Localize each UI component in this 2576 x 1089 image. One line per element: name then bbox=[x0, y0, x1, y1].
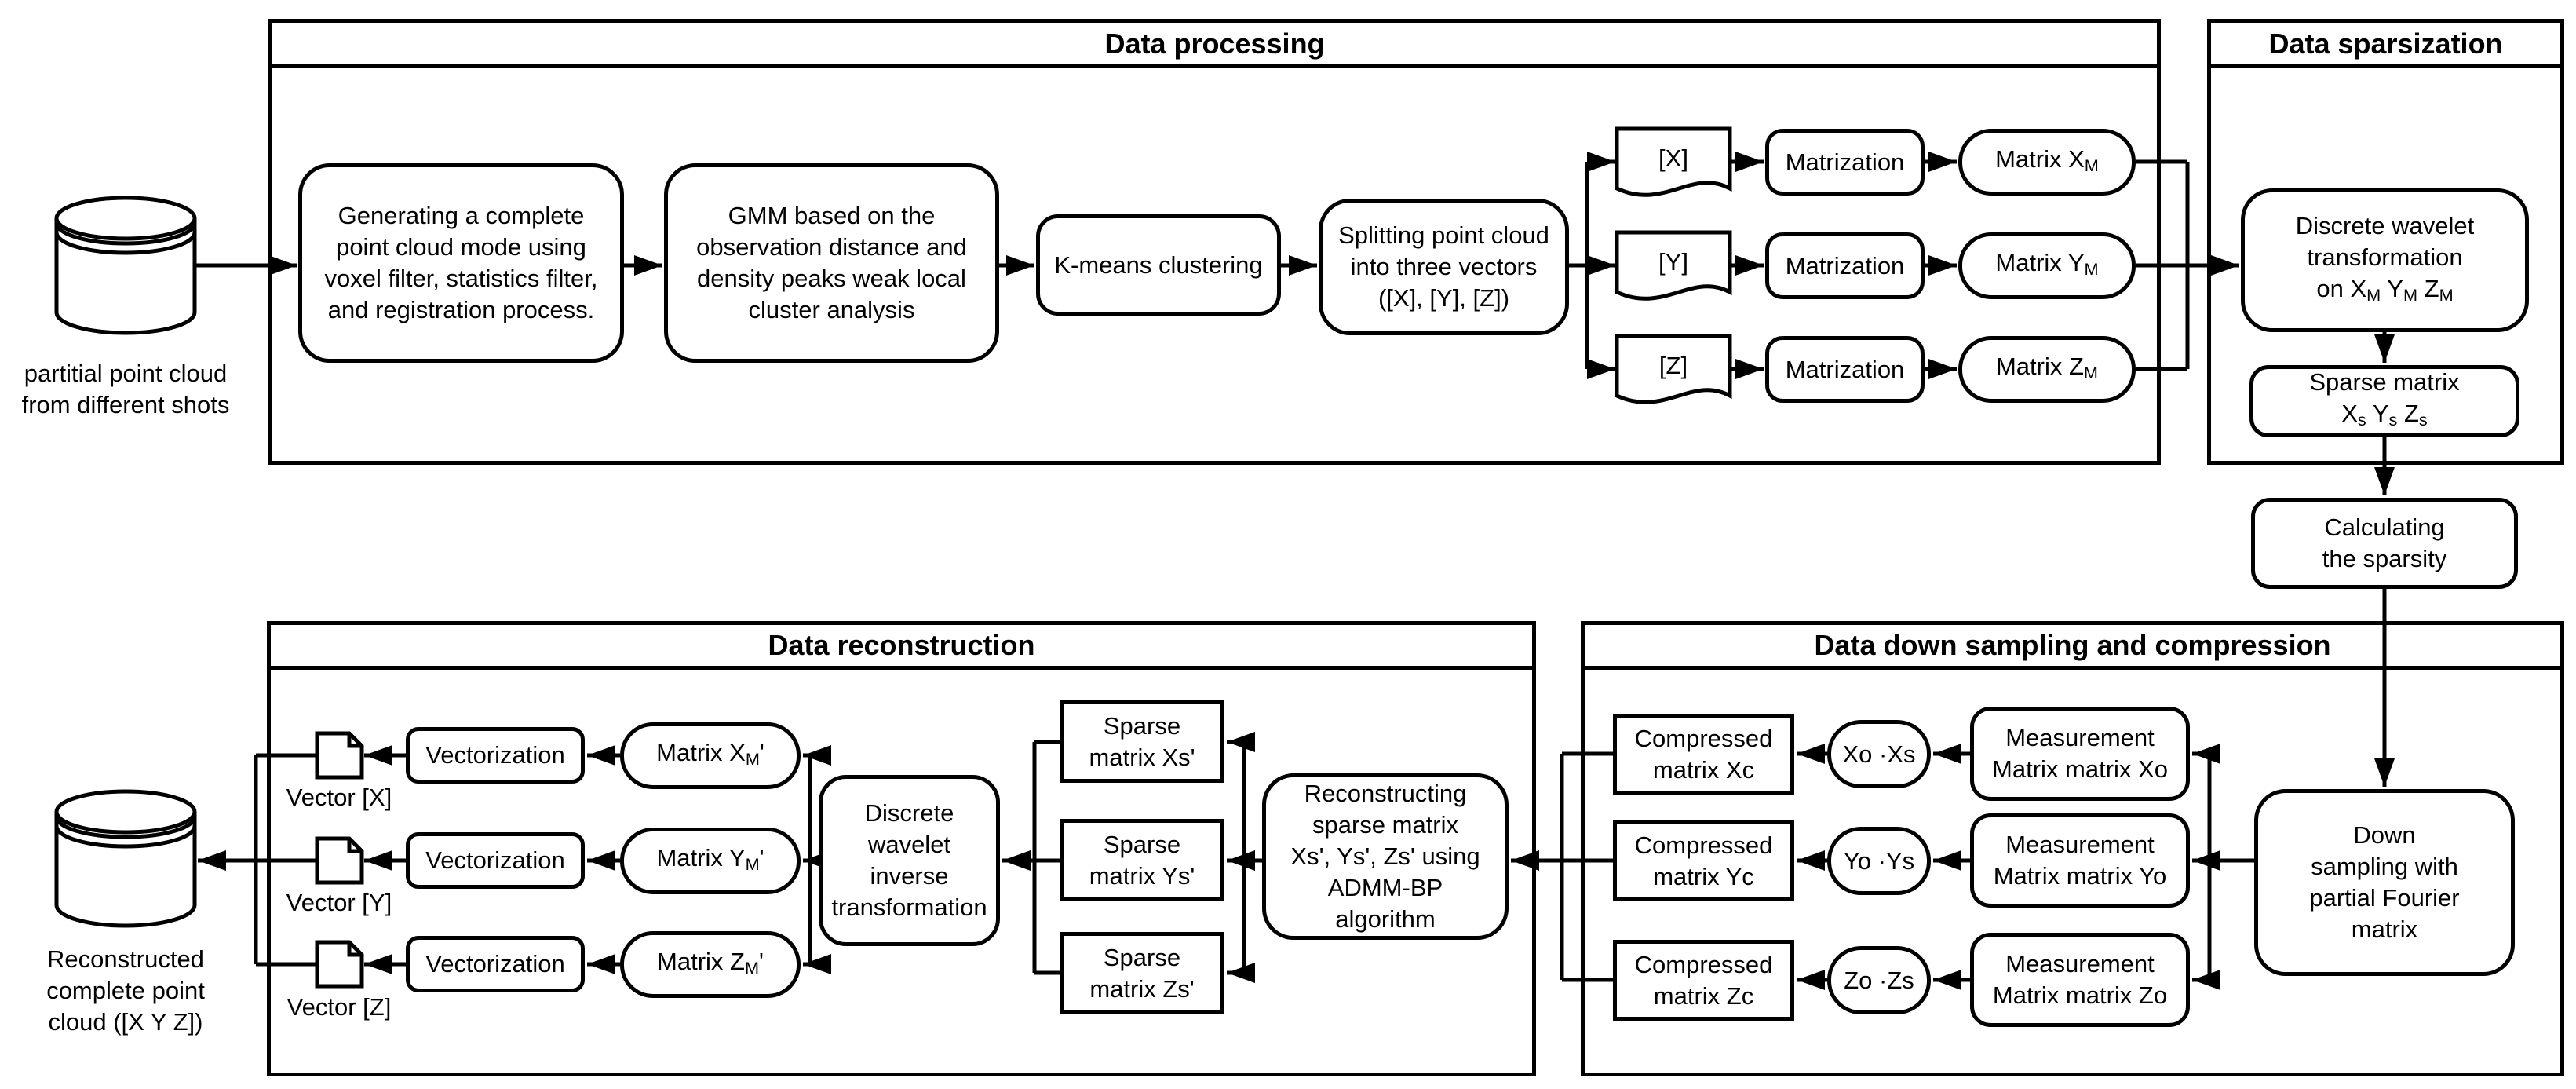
section-title-data-reconstruction: Data reconstruction bbox=[271, 625, 1532, 670]
vector-y-caption: Vector [Y] bbox=[286, 889, 392, 916]
vector-z-caption: Vector [Z] bbox=[286, 993, 392, 1021]
section-data-reconstruction: Data reconstruction bbox=[267, 621, 1536, 1076]
node-multiply-zo-zs: Zo ·Zs bbox=[1827, 946, 1931, 1014]
node-matrix-zm-prime: Matrix ZM' bbox=[620, 931, 801, 998]
section-title-data-sparsization: Data sparsization bbox=[2211, 23, 2560, 68]
node-matrization-y: Matrization bbox=[1765, 232, 1925, 299]
node-matrization-x: Matrization bbox=[1765, 129, 1925, 196]
node-matrix-zm: Matrix ZM bbox=[1958, 336, 2136, 403]
node-vectorization-z: Vectorization bbox=[406, 936, 585, 992]
database-output-icon bbox=[54, 789, 197, 928]
section-title-data-processing: Data processing bbox=[272, 23, 2157, 68]
node-kmeans-clustering: K-means clustering bbox=[1036, 214, 1281, 316]
node-matrization-z: Matrization bbox=[1765, 336, 1925, 403]
database-input-icon bbox=[54, 196, 197, 335]
node-vectorization-y: Vectorization bbox=[406, 832, 585, 889]
node-matrix-ym-prime: Matrix YM' bbox=[620, 828, 801, 894]
node-matrix-xm-prime: Matrix XM' bbox=[620, 722, 801, 789]
document-label-z: [Z] bbox=[1658, 352, 1688, 379]
section-data-processing: Data processing bbox=[268, 19, 2161, 465]
node-matrix-ym: Matrix YM bbox=[1958, 232, 2136, 299]
section-data-down-sampling: Data down sampling and compression bbox=[1581, 621, 2564, 1076]
node-multiply-yo-ys: Yo ·Ys bbox=[1827, 827, 1931, 895]
vector-x-caption: Vector [X] bbox=[286, 784, 392, 811]
node-multiply-xo-xs: Xo ·Xs bbox=[1827, 720, 1931, 788]
node-vectorization-x: Vectorization bbox=[406, 727, 585, 784]
document-label-y: [Y] bbox=[1658, 248, 1688, 276]
section-title-data-down-sampling: Data down sampling and compression bbox=[1585, 625, 2560, 670]
node-matrix-xm: Matrix XM bbox=[1958, 129, 2136, 196]
document-label-x: [X] bbox=[1658, 144, 1688, 172]
